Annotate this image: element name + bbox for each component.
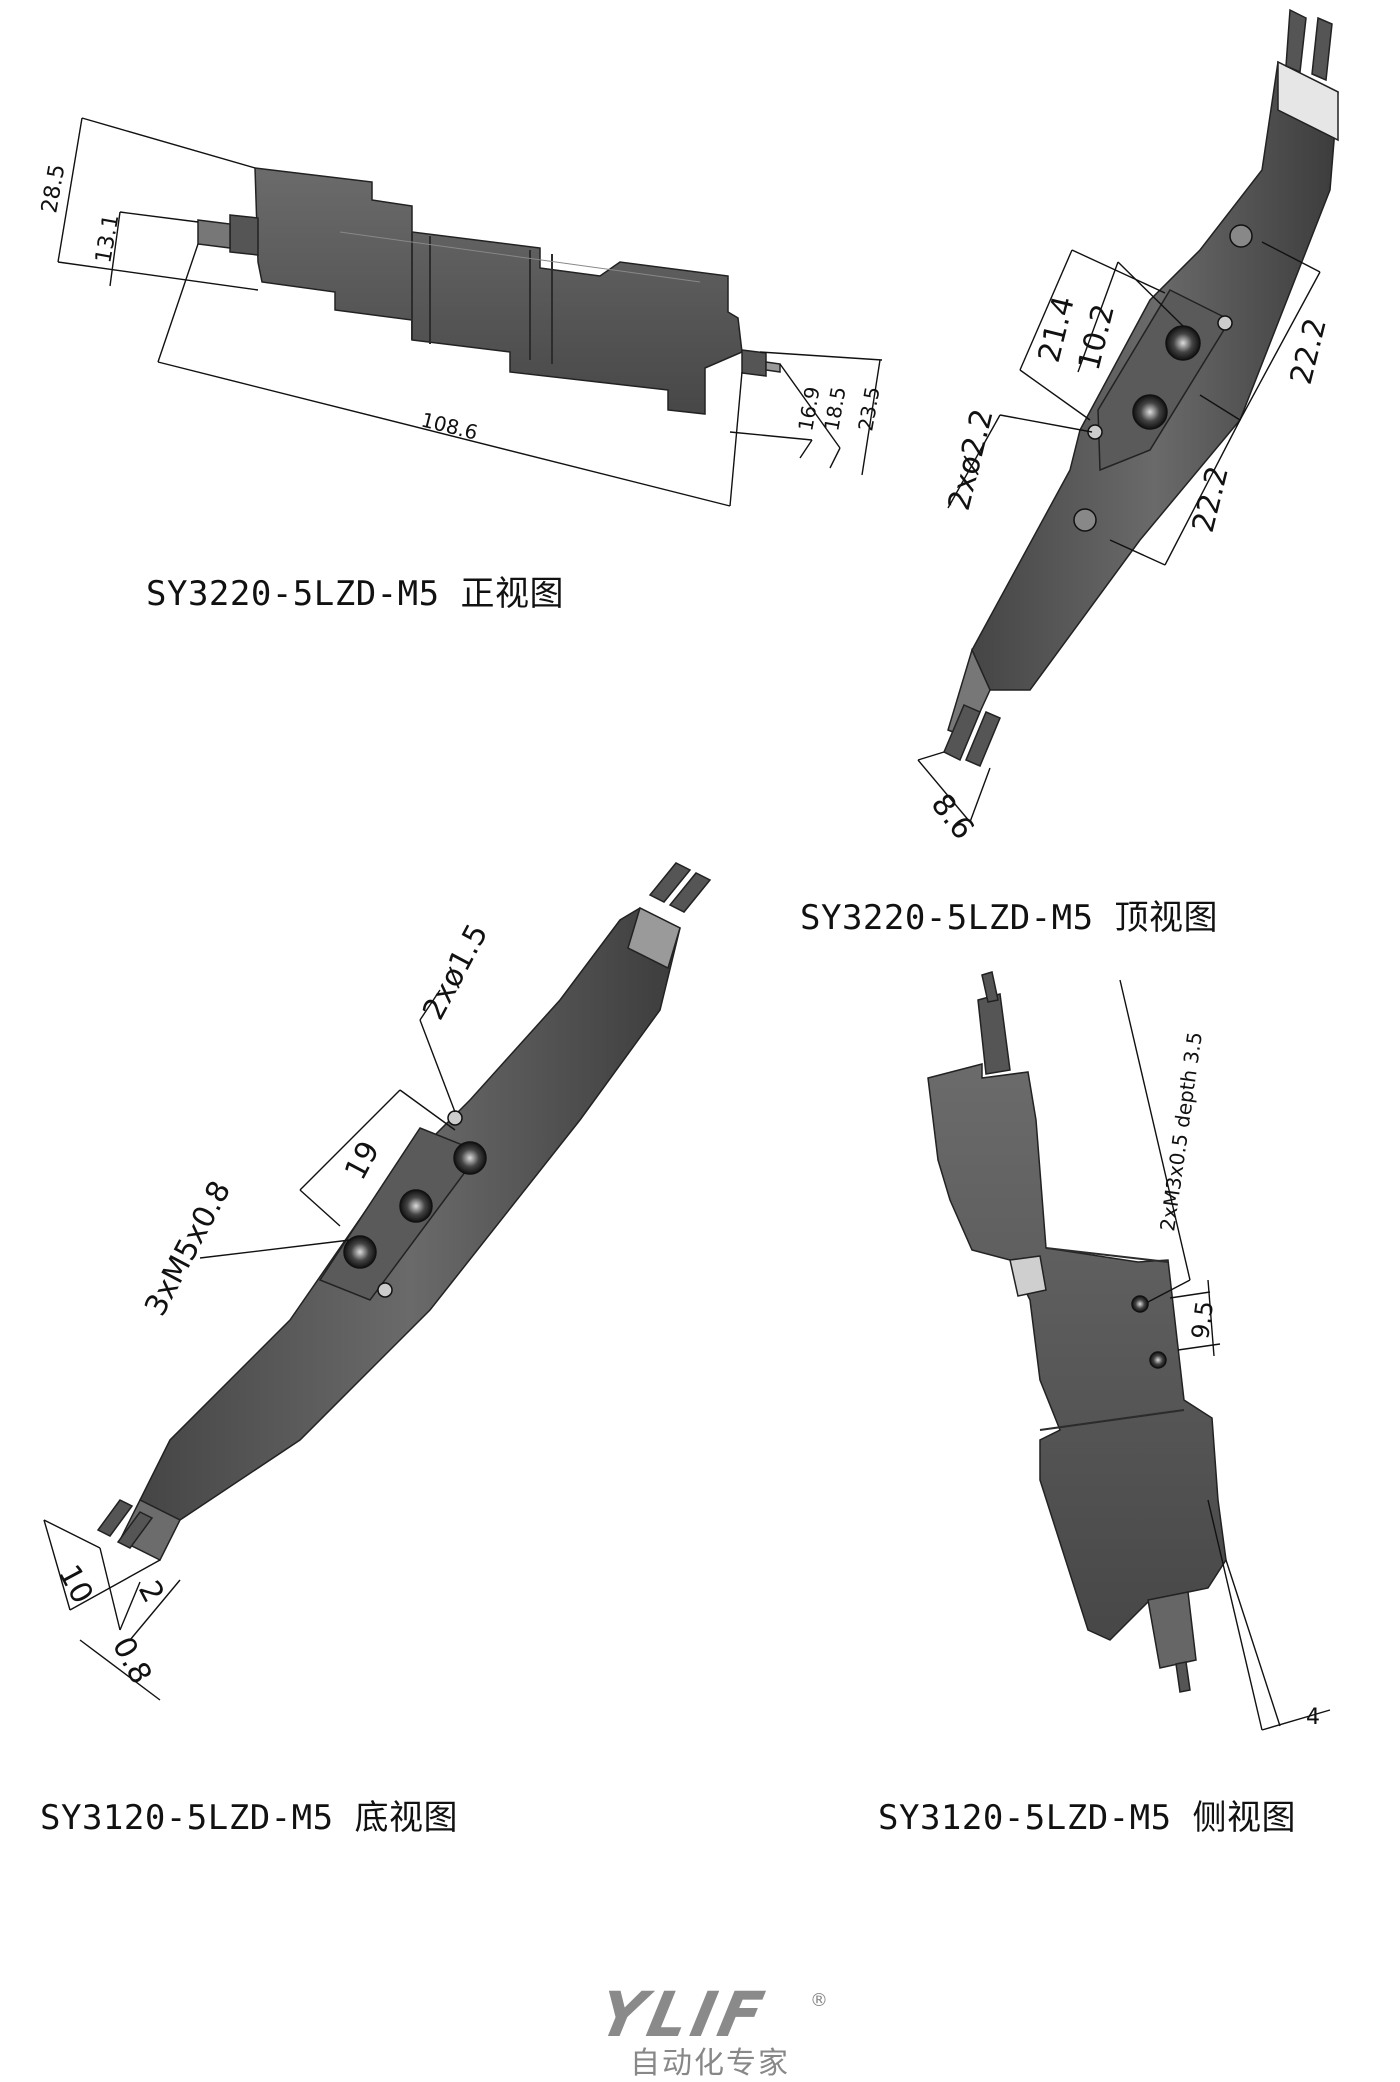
top-port-1 (1165, 325, 1201, 361)
front-body-seams (339, 231, 701, 364)
dim-3x-m5x0-8: 3xM5x0.8 (138, 1175, 238, 1321)
top-pin-hole-2 (1087, 424, 1103, 440)
side-thread-2 (1149, 1351, 1167, 1369)
top-port-2 (1132, 394, 1168, 430)
front-valve-body (197, 167, 781, 415)
side-thread-1 (1131, 1295, 1149, 1313)
bottom-view: 2xø1.5 19 3xM5x0.8 10 2 0.8 (43, 862, 712, 1701)
bottom-port-2 (399, 1189, 433, 1223)
dim-2: 2 (131, 1575, 171, 1608)
side-view-caption: SY3120-5LZD-M5 侧视图 (878, 1798, 1297, 1838)
dim-28-5: 28.5 (37, 162, 70, 215)
bottom-port-1 (453, 1141, 487, 1175)
registered-mark: ® (810, 1990, 828, 2011)
top-view-caption: SY3220-5LZD-M5 顶视图 (800, 898, 1219, 938)
brand-tagline: 自动化专家 (630, 2046, 790, 2081)
dim-13-1: 13.1 (91, 212, 124, 265)
dim-4: 4 (1306, 1705, 1320, 1730)
front-dimension-lines (57, 117, 883, 507)
dim-8-6: 8.6 (924, 787, 981, 846)
front-view-caption: SY3220-5LZD-M5 正视图 (146, 574, 565, 614)
bottom-pin-hole-1 (447, 1110, 463, 1126)
bottom-ports (343, 1110, 487, 1298)
top-screw-2 (1073, 508, 1097, 532)
top-screw-1 (1229, 224, 1253, 248)
dim-9-5: 9.5 (1186, 1299, 1219, 1341)
side-dimension-lines (1119, 979, 1331, 1731)
side-threads (1131, 1295, 1167, 1369)
dim-2x-dia-1-5: 2xø1.5 (416, 918, 495, 1025)
side-view: 2xM3x0.5 depth 3.5 9.5 4 (927, 971, 1331, 1731)
dim-108-6: 108.6 (419, 408, 480, 445)
bottom-dimension-lines (43, 989, 456, 1701)
dim-2x-dia-2-2: 2xø2.2 (942, 406, 1001, 514)
dim-10-2: 10.2 (1072, 301, 1122, 374)
dim-0-8: 0.8 (105, 1631, 158, 1690)
top-dimension-lines (917, 241, 1321, 823)
bottom-port-3 (343, 1235, 377, 1269)
bottom-pin-hole-2 (377, 1282, 393, 1298)
dim-2x-m3x0-5-depth-3-5: 2xM3x0.5 depth 3.5 (1155, 1030, 1207, 1232)
bottom-view-caption: SY3120-5LZD-M5 底视图 (40, 1798, 459, 1838)
dim-19: 19 (338, 1136, 387, 1186)
top-ports (1073, 224, 1253, 532)
front-view: 28.5 13.1 108.6 16.9 18.5 23.5 (37, 117, 885, 507)
top-view: 21.4 10.2 2xø2.2 22.2 22.2 8.6 (917, 8, 1339, 847)
top-pin-hole-1 (1217, 315, 1233, 331)
side-valve-body (927, 971, 1227, 1693)
top-valve-body (943, 8, 1339, 767)
dim-23-5: 23.5 (853, 385, 884, 433)
